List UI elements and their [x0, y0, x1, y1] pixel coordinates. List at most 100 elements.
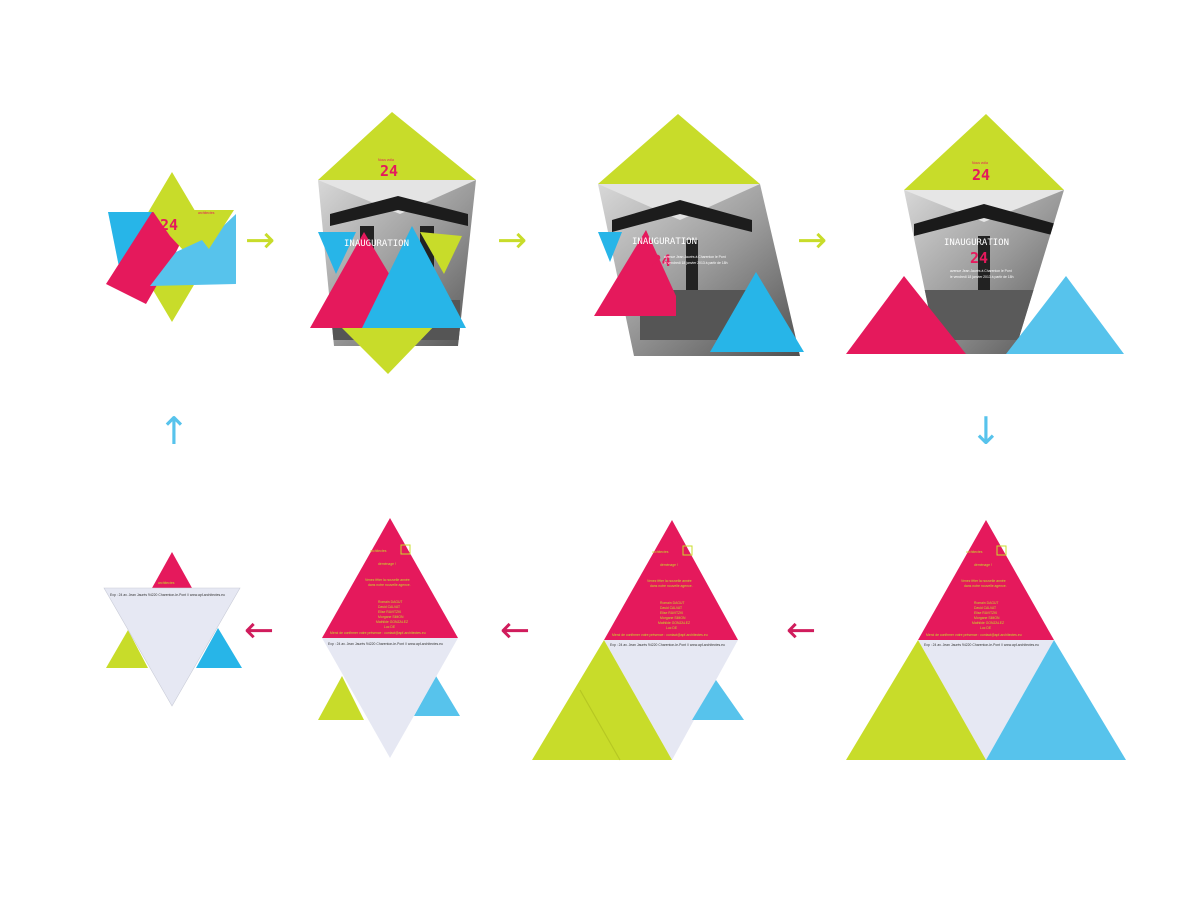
step5-name-4: Morgane SIMON [974, 616, 1000, 620]
step7-demenage: déménage ! [378, 562, 396, 566]
step7-name-6: Luc DE [384, 625, 396, 629]
step3-number: 24 [652, 251, 671, 270]
step4-inv-2: le vendredi 18 janvier 2013 à partir de … [950, 275, 1014, 279]
step7-name-3: Elise RAVITZKI [378, 610, 401, 614]
step4-top-line: Nous voila [972, 161, 988, 165]
step7-address: Exp : 24 av. Jean Jaurès 94220 Charenton… [328, 642, 443, 646]
right-arrow-icon: → [245, 220, 275, 261]
step5-left-lime [846, 640, 986, 760]
step4-number-big: 24 [970, 249, 988, 267]
step7-name-1: Romain DAGUT [378, 600, 403, 604]
step7-rsvp: Merci de confirmer votre présence : cont… [330, 631, 426, 635]
star-cyan-panel [150, 240, 236, 286]
step5-back-2: dans notre nouvelle agence. [964, 584, 1007, 588]
step2-left-cyan [318, 232, 356, 274]
step2-number: 24 [380, 162, 398, 180]
step6-demenage: déménage ! [660, 563, 678, 567]
star-point-right-cyan [200, 214, 236, 284]
step7-name-2: David CALVAT [378, 605, 400, 609]
star-lime-panel [152, 210, 234, 266]
step6-middle-pale [604, 640, 738, 760]
step4-number: 24 [972, 166, 990, 184]
step2-right-lime [420, 232, 462, 274]
step5-name-2: David CALVAT [974, 606, 996, 610]
step8-top-magenta [152, 552, 192, 588]
step-4-open-front: 24 Nous voila INAUGURATION 24 avenue Jea… [846, 114, 1124, 354]
step5-right-cyan [986, 640, 1126, 760]
step-6-folding-back: architectes déménage ! Venez fêter la no… [532, 520, 744, 761]
step4-top-lime [904, 114, 1064, 190]
step7-top-magenta [322, 518, 458, 638]
step8-pale-triangle [104, 588, 240, 706]
step3-top-lime [598, 114, 760, 184]
step7-back-1: Venez fêter la nouvelle année [365, 578, 410, 582]
step8-pale-outline [103, 587, 241, 707]
step5-top-magenta [918, 520, 1054, 640]
step7-left-lime [318, 676, 364, 720]
step5-rsvp: Merci de confirmer votre présence : cont… [926, 633, 1022, 637]
step-7-folding-back: architectes déménage ! Venez fêter la no… [318, 518, 460, 758]
step4-left-magenta [846, 276, 966, 354]
step6-back-1: Venez fêter la nouvelle année [647, 579, 692, 583]
step3-left-cyan [598, 232, 622, 262]
logo-icon [996, 545, 1007, 556]
step4-photo [904, 190, 1064, 354]
step6-name-6: Luc DE [666, 626, 678, 630]
step2-top-line: Nous voila [378, 158, 394, 162]
step3-inauguration: INAUGURATION [632, 237, 697, 247]
star-brand: architectes [198, 211, 215, 215]
step5-name-5: Mathilde GONZALEZ [972, 621, 1004, 625]
step-3-opening: 24 INAUGURATION avenue Jean Jaurès à Cha… [594, 114, 804, 356]
step2-inauguration: INAUGURATION [344, 239, 409, 249]
step4-inauguration: INAUGURATION [944, 238, 1009, 248]
step3-magenta-panel [594, 230, 676, 316]
step7-name-4: Morgane SIMON [378, 615, 404, 619]
step2-bottom-lime [334, 320, 440, 374]
step-2-opening: 24 Nous voila INAUGURATION [310, 112, 476, 374]
step8-address: Exp : 24 av. Jean Jaurès 94220 Charenton… [110, 593, 225, 597]
step5-brand: architectes [966, 550, 983, 554]
step2-top-lime [318, 112, 476, 180]
step-8-closed-star: architectes Exp : 24 av. Jean Jaurès 942… [103, 552, 242, 707]
step6-name-4: Morgane SIMON [660, 616, 686, 620]
step6-back-2: dans notre nouvelle agence. [650, 584, 693, 588]
left-arrow-icon: ← [786, 610, 816, 651]
step6-top-magenta [604, 520, 738, 640]
step6-name-5: Mathilde GONZALEZ [658, 621, 690, 625]
step4-inv-1: avenue Jean Jaurès à Charenton le Pont [950, 269, 1012, 273]
step5-demenage: déménage ! [974, 563, 992, 567]
step8-right-cyan [196, 628, 242, 668]
up-arrow-icon: ↑ [158, 409, 190, 453]
step3-inv-1: avenue Jean Jaurès à Charenton le Pont [664, 255, 726, 259]
step7-back-2: dans notre nouvelle agence. [368, 583, 411, 587]
step-1-folded-star: 24 architectes [106, 172, 236, 322]
step3-right-cyan [710, 272, 804, 352]
step7-bottom-pale [322, 638, 458, 758]
step7-brand: architectes [370, 549, 387, 553]
step5-back-1: Venez fêter la nouvelle année [961, 579, 1006, 583]
step6-rsvp: Merci de confirmer votre présence : cont… [612, 633, 708, 637]
step6-name-3: Elise RAVITZKI [660, 611, 683, 615]
step5-middle-pale [918, 640, 1054, 760]
step5-name-3: Elise RAVITZKI [974, 611, 997, 615]
step5-name-1: Romain DAGUT [974, 601, 999, 605]
step5-address: Exp : 24 av. Jean Jaurès 94220 Charenton… [924, 643, 1039, 647]
step7-right-cyan [414, 676, 460, 716]
step5-name-6: Luc DE [980, 626, 992, 630]
step6-right-cyan [692, 680, 744, 720]
down-arrow-icon: ↓ [970, 409, 1002, 453]
step6-fold-line [579, 689, 621, 761]
step8-left-lime [106, 630, 148, 668]
step8-brand: architectes [158, 581, 175, 585]
right-arrow-icon: → [797, 220, 827, 261]
step6-brand: architectes [652, 550, 669, 554]
step6-left-lime [532, 640, 672, 760]
step6-name-2: David CALVAT [660, 606, 682, 610]
step3-inv-2: le vendredi 18 janvier 2013 à partir de … [664, 261, 728, 265]
step7-name-5: Mathilde GONZALEZ [376, 620, 408, 624]
logo-icon [682, 545, 693, 556]
left-arrow-icon: ← [244, 610, 274, 651]
left-arrow-icon: ← [500, 610, 530, 651]
step2-cyan-panel [362, 226, 466, 328]
